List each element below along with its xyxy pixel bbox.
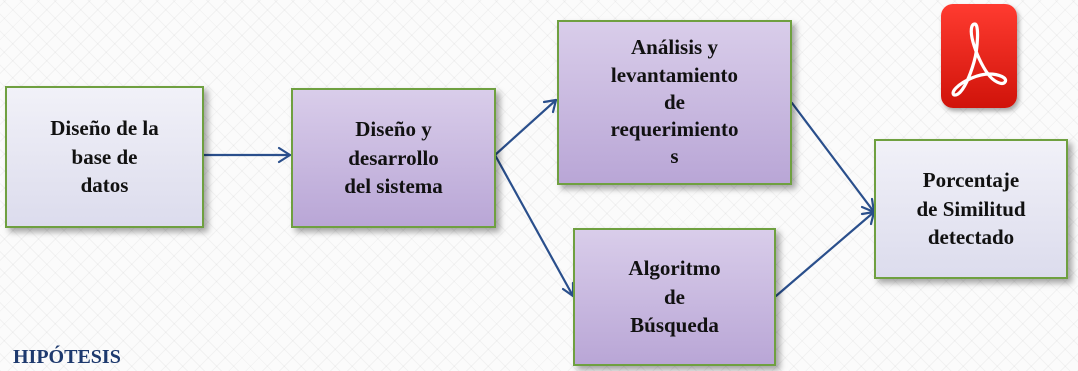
arrow-base-to-diseno bbox=[202, 146, 292, 164]
node-label: Análisis y levantamiento de requerimient… bbox=[610, 35, 739, 169]
node-label: Diseño y desarrollo del sistema bbox=[344, 116, 443, 199]
node-diseno-desarrollo: Diseño y desarrollo del sistema bbox=[291, 88, 496, 228]
node-label: Algoritmo de Búsqueda bbox=[628, 255, 721, 338]
section-heading-hipotesis: HIPÓTESIS bbox=[13, 346, 121, 368]
acrobat-pdf-icon bbox=[941, 4, 1017, 108]
node-diseno-base-datos: Diseño de la base de datos bbox=[5, 86, 204, 228]
node-algoritmo-busqueda: Algoritmo de Búsqueda bbox=[573, 228, 776, 366]
node-label: Diseño de la base de datos bbox=[50, 115, 159, 198]
node-porcentaje-similitud: Porcentaje de Similitud detectado bbox=[874, 139, 1068, 279]
node-analisis-requerimientos: Análisis y levantamiento de requerimient… bbox=[557, 20, 792, 185]
arrow-diseno-to-analisis bbox=[493, 98, 558, 157]
arrow-algoritmo-to-porcentaje bbox=[774, 210, 876, 298]
arrow-analisis-to-porcentaje bbox=[790, 101, 876, 214]
node-label: Porcentaje de Similitud detectado bbox=[916, 167, 1026, 250]
